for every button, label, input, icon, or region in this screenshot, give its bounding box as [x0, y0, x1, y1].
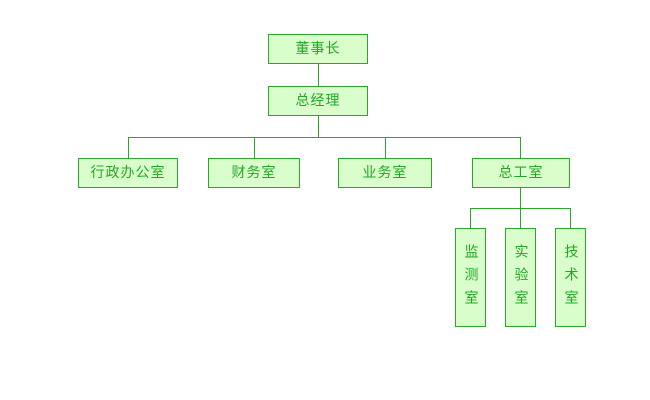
connector-drop-monitoring-room — [470, 208, 471, 228]
org-node-monitoring-room[interactable]: 监测室 — [455, 228, 486, 327]
connector-drop-technical-room — [570, 208, 571, 228]
org-node-technical-room[interactable]: 技术室 — [555, 228, 586, 327]
org-node-finance-office[interactable]: 财务室 — [208, 158, 300, 188]
org-node-laboratory-room[interactable]: 实验室 — [505, 228, 536, 327]
connector-level3-bus — [128, 137, 521, 138]
org-node-admin-office[interactable]: 行政办公室 — [78, 158, 178, 188]
connector-drop-chief-engineer-office — [520, 137, 521, 158]
connector-drop-admin-office — [128, 137, 129, 158]
org-node-chairman[interactable]: 董事长 — [268, 34, 368, 64]
connector-general-manager-stem — [318, 116, 319, 137]
connector-chairman-to-general-manager — [318, 64, 319, 86]
org-node-general-manager[interactable]: 总经理 — [268, 86, 368, 116]
connector-drop-laboratory-room — [520, 208, 521, 228]
org-node-business-office[interactable]: 业务室 — [338, 158, 432, 188]
connector-drop-business-office — [385, 137, 386, 158]
org-node-chief-engineer-office[interactable]: 总工室 — [472, 158, 570, 188]
connector-drop-finance-office — [254, 137, 255, 158]
connector-chief-engineer-stem — [520, 188, 521, 208]
